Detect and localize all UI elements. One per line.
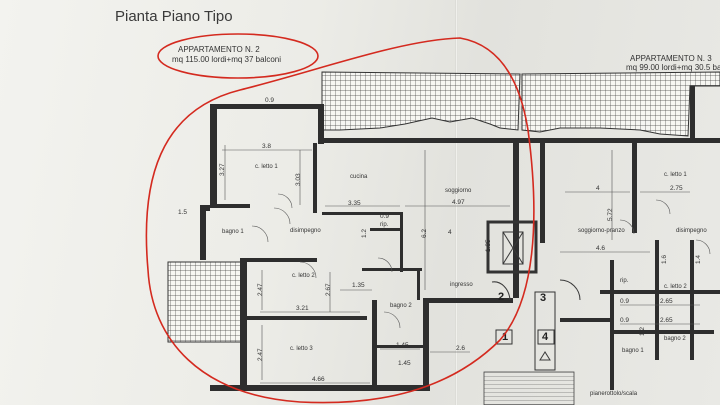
stair-number-4: 4 xyxy=(542,331,549,343)
dim-label: 0.9 xyxy=(380,213,389,220)
dim-label: 1.2 xyxy=(361,229,368,238)
stair-number-2: 2 xyxy=(498,291,504,303)
dim-label: 6.2 xyxy=(421,229,428,238)
dim-label: 1.4 xyxy=(695,255,702,264)
dim-label: 4.97 xyxy=(452,199,465,206)
walls-apartment-2 xyxy=(200,104,522,391)
apartment-2-name: APPARTAMENTO N. 2 xyxy=(178,45,260,54)
room-label-a3-bagno1: bagno 1 xyxy=(622,348,644,354)
stair-number-3: 3 xyxy=(540,292,546,304)
room-label-letto2: c. letto 2 xyxy=(292,273,315,279)
dim-label: 1.45 xyxy=(396,342,409,349)
dim-label: 0.9 xyxy=(265,97,274,104)
red-circle-header xyxy=(157,33,319,79)
room-label-a3-bagno2: bagno 2 xyxy=(664,336,686,342)
dim-label: 2.67 xyxy=(325,283,332,296)
dim-label: 2.6 xyxy=(456,345,465,352)
dim-label: 4 xyxy=(596,185,600,192)
dim-label: 1.35 xyxy=(352,282,365,289)
plan-title: Pianta Piano Tipo xyxy=(115,8,233,25)
room-label-a3-letto2: c. letto 2 xyxy=(664,284,687,290)
stair-box-4 xyxy=(537,329,555,345)
dimension-lines xyxy=(222,145,700,384)
balcony-top-right xyxy=(521,71,720,137)
stair-box-1 xyxy=(495,329,513,345)
dim-label: 1.5 xyxy=(178,209,187,216)
dim-label: 3.35 xyxy=(348,200,361,207)
dim-label: 5.72 xyxy=(607,208,614,221)
room-label-a3-rip: rip. xyxy=(620,278,629,284)
red-annotation xyxy=(145,33,535,404)
dimension-texts: 0.9 3.8 3.35 4.97 1.5 3.27 3.03 0.9 4 6.… xyxy=(178,97,702,383)
building-core xyxy=(483,220,581,405)
dim-label: 1.6 xyxy=(661,255,668,264)
walls-apartment-3 xyxy=(522,86,720,390)
dim-label: 4 xyxy=(448,229,452,236)
dim-label: 3.8 xyxy=(262,143,271,150)
apartment-3-area: mq 99.00 lordi+mq 30.5 balconi xyxy=(626,63,720,72)
dim-label: 0.9 xyxy=(620,317,629,324)
red-circle-apartment xyxy=(145,37,535,404)
apartment-3-name: APPARTAMENTO N. 3 xyxy=(630,54,712,63)
dim-label: 3.27 xyxy=(219,163,226,176)
balcony-top-left xyxy=(321,71,521,131)
room-label-a3-soggiorno: soggiorno-pranzo xyxy=(578,228,625,234)
room-label-ingresso: ingresso xyxy=(450,282,473,288)
dim-label: 1.45 xyxy=(398,360,411,367)
dim-label: 1.2 xyxy=(639,327,646,336)
room-label-cucina: cucina xyxy=(350,174,368,180)
page-fold xyxy=(455,0,458,405)
room-label-rip: rip. xyxy=(380,222,389,228)
dim-label: 2.47 xyxy=(257,348,264,361)
stair-number-1: 1 xyxy=(502,331,508,343)
dim-label: 3.21 xyxy=(296,305,309,312)
room-label-bagno2: bagno 2 xyxy=(390,303,412,309)
dim-label: 2.47 xyxy=(257,283,264,296)
room-label-a3-disimpegno: disimpegno xyxy=(676,228,707,234)
room-label-a3-letto1: c. letto 1 xyxy=(664,172,687,178)
dim-label: 2.75 xyxy=(670,185,683,192)
room-label-bagno1: bagno 1 xyxy=(222,229,244,235)
apartment-2-area: mq 115.00 lordi+mq 37 balconi xyxy=(172,55,281,64)
room-label-letto3: c. letto 3 xyxy=(290,346,313,352)
dim-label: 1.85 xyxy=(485,239,492,252)
dim-label: 3.03 xyxy=(295,173,302,186)
doors xyxy=(251,193,711,329)
dim-label: 4.6 xyxy=(596,245,605,252)
room-label-disimpegno: disimpegno xyxy=(290,228,321,234)
balcony-left xyxy=(167,261,247,343)
room-label-soggiorno: soggiorno xyxy=(445,188,472,194)
dim-label: 4.66 xyxy=(312,376,325,383)
dim-label: 2.65 xyxy=(660,298,673,305)
room-label-letto1: c. letto 1 xyxy=(255,164,278,170)
dim-label: 0.9 xyxy=(620,298,629,305)
room-label-pianerottolo: pianerottolo/scala xyxy=(590,391,638,397)
dim-label: 2.65 xyxy=(660,317,673,324)
